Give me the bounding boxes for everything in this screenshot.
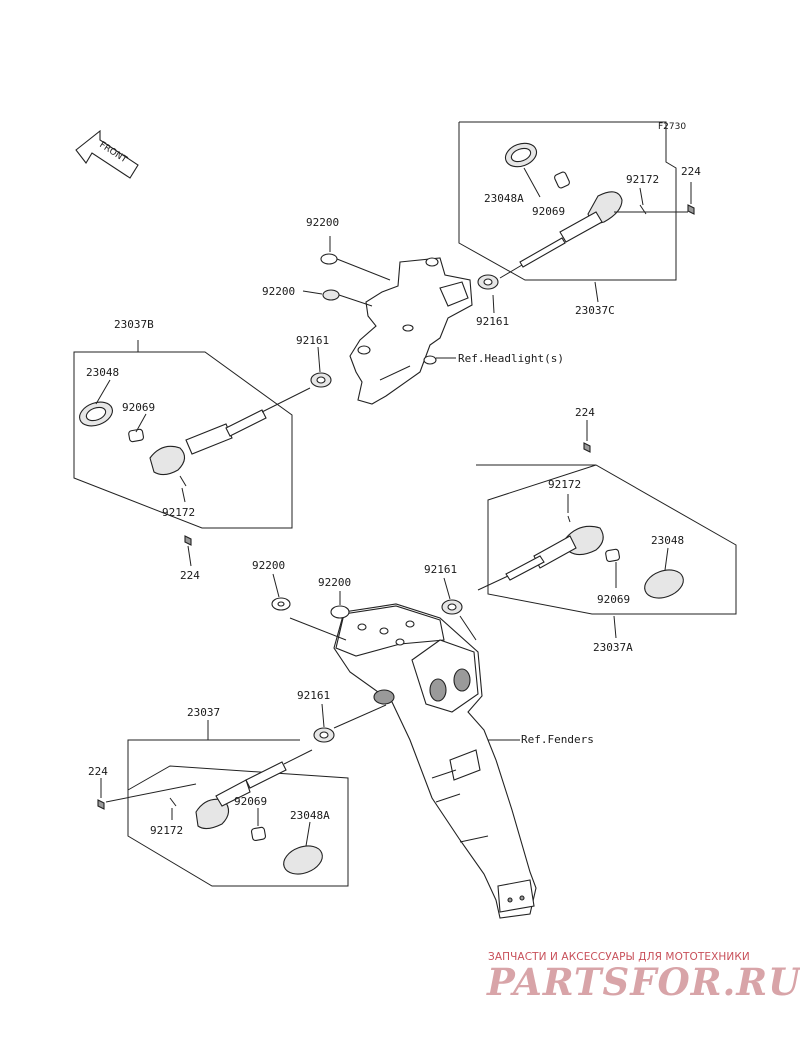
watermark-caption: ЗАПЧАСТИ И АКСЕССУАРЫ ДЛЯ МОТОТЕХНИКИ — [488, 951, 750, 963]
label-damper-rear-left: 92161 — [297, 689, 330, 702]
front-right-screw-icon — [639, 204, 647, 215]
rear-left-housing-icon — [195, 798, 230, 830]
front-arrow-icon: FRONT — [75, 129, 139, 179]
fender-bracket-icon — [333, 603, 537, 919]
rear-left-signal-group: 23037 224 92069 23048A 92172 — [88, 706, 349, 887]
label-bolt-rear-right: 224 — [575, 406, 595, 419]
grommet-front-mid-icon — [322, 289, 340, 301]
label-bulb-front-right: 92069 — [532, 205, 565, 218]
label-damper-front-right: 92161 — [476, 315, 509, 328]
ref-fenders: Ref.Fenders — [521, 733, 594, 746]
rear-left-bulb-icon — [250, 826, 267, 842]
label-screw-rear-left: 92172 — [150, 824, 183, 837]
label-lens-front-right: 23048A — [484, 192, 524, 205]
label-assy-rear-right: 23037A — [593, 641, 633, 654]
grommet-rear-right-icon — [330, 605, 350, 619]
watermark-logo: PARTSFOR.RU — [487, 960, 800, 1004]
front-left-signal-group: 23037B 23048 92069 92172 224 — [73, 318, 311, 582]
label-bolt-rear-left: 224 — [88, 765, 108, 778]
front-right-bulb-icon — [554, 171, 570, 189]
label-bulb-rear-left: 92069 — [234, 795, 267, 808]
label-lens-front-left: 23048 — [86, 366, 119, 379]
label-screw-front-right: 92172 — [626, 173, 659, 186]
label-bulb-rear-right: 92069 — [597, 593, 630, 606]
rear-left-screw-icon — [169, 797, 177, 807]
label-grommet-front-mid: 92200 — [262, 285, 295, 298]
front-left-housing-icon — [149, 445, 186, 476]
front-left-group-outline — [73, 340, 293, 529]
front-left-bulb-icon — [128, 428, 145, 443]
label-bolt-front-left: 224 — [180, 569, 200, 582]
front-left-bolt-icon — [184, 535, 192, 546]
label-assy-rear-left: 23037 — [187, 706, 220, 719]
front-bracket — [349, 257, 473, 405]
rear-left-bolt-icon — [97, 799, 105, 810]
rear-right-screw-icon — [567, 515, 571, 523]
label-grommet-rear-right: 92200 — [318, 576, 351, 589]
front-mounting-parts: 92200 92200 92161 92161 Ref.Headlight(s) — [262, 216, 564, 388]
rear-left-lens-icon — [283, 845, 323, 875]
label-screw-rear-right: 92172 — [548, 478, 581, 491]
ref-headlight: Ref.Headlight(s) — [458, 352, 564, 365]
label-assy-front-left: 23037B — [114, 318, 154, 331]
front-left-screw-icon — [179, 475, 187, 487]
rear-right-bolt-icon — [583, 442, 591, 453]
rear-right-lens-icon — [644, 569, 684, 599]
front-right-bolt-icon — [687, 204, 695, 215]
label-grommet-front-top: 92200 — [306, 216, 339, 229]
label-lens-rear-left: 23048A — [290, 809, 330, 822]
label-bolt-front-right: 224 — [681, 165, 701, 178]
rear-mounting-parts: 92200 92200 92161 92161 Ref.Fenders — [252, 559, 594, 746]
front-right-group-outline — [458, 121, 677, 281]
rear-right-group-outline — [476, 464, 737, 615]
label-bulb-front-left: 92069 — [122, 401, 155, 414]
label-lens-rear-right: 23048 — [651, 534, 684, 547]
rear-right-signal-group: 224 92172 23048 92069 23037A — [476, 406, 737, 654]
label-assy-front-right: 23037C — [575, 304, 615, 317]
label-damper-rear-right: 92161 — [424, 563, 457, 576]
label-grommet-rear-left: 92200 — [252, 559, 285, 572]
rear-right-bulb-icon — [605, 548, 621, 563]
front-right-signal-group: 23048A 92069 92172 224 23037C — [458, 121, 701, 317]
label-screw-front-left: 92172 — [162, 506, 195, 519]
label-damper-front-left: 92161 — [296, 334, 329, 347]
grommet-front-top-icon — [320, 253, 338, 265]
figure-code: F2730 — [658, 122, 686, 132]
rear-fender-bracket — [333, 603, 537, 919]
